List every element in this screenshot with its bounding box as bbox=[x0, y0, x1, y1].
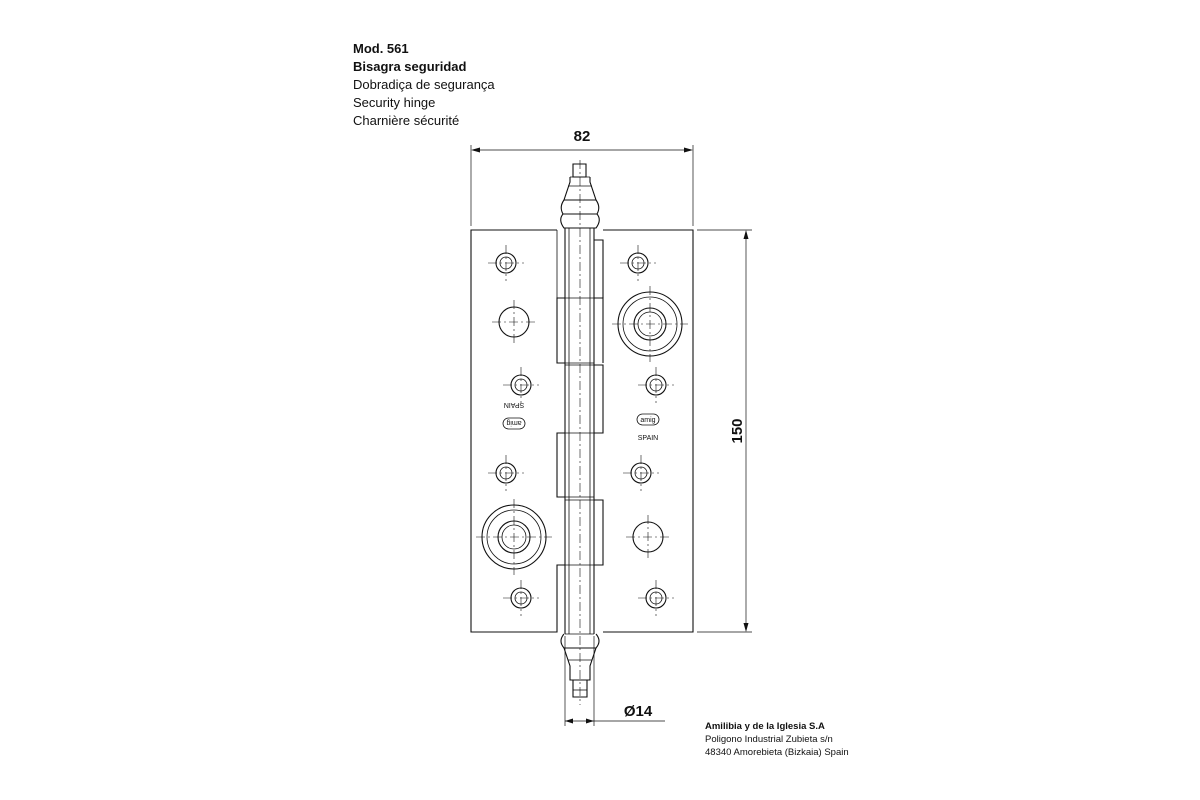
pin-diameter-dimension: Ø14 bbox=[564, 636, 665, 726]
brand-logo-right: amig bbox=[640, 417, 655, 424]
screw-hole-left-4 bbox=[488, 455, 524, 491]
brand-mark-left: amig SPAIN bbox=[502, 401, 526, 430]
security-stud-left bbox=[476, 499, 552, 575]
bottom-finial bbox=[560, 633, 600, 698]
screw-hole-right-1 bbox=[620, 245, 656, 281]
top-finial bbox=[560, 163, 600, 229]
company-name: Amilibia y de la Iglesia S.A bbox=[705, 721, 825, 732]
screw-hole-right-2 bbox=[638, 367, 674, 403]
screw-hole-left-3 bbox=[503, 367, 539, 403]
model-number: Mod. 561 bbox=[353, 41, 409, 56]
mount-hole-left-2 bbox=[492, 300, 536, 344]
company-block: Amilibia y de la Iglesia S.A Poligono In… bbox=[705, 720, 849, 759]
right-leaf bbox=[603, 229, 694, 633]
screw-hole-right-5 bbox=[638, 580, 674, 616]
screw-hole-right-3 bbox=[623, 455, 659, 491]
security-stud-right bbox=[612, 286, 688, 362]
product-name-english: Security hinge bbox=[353, 95, 436, 110]
title-block: Mod. 561 Bisagra seguridad Dobradiça de … bbox=[353, 40, 495, 130]
height-label: 150 bbox=[729, 418, 746, 443]
pin-diameter-label: Ø14 bbox=[624, 703, 653, 720]
company-address-line1: Poligono Industrial Zubieta s/n bbox=[705, 734, 833, 745]
company-address-line2: 48340 Amorebieta (Bizkaia) Spain bbox=[705, 747, 849, 758]
height-dimension: 150 bbox=[697, 229, 752, 633]
product-name-spanish: Bisagra seguridad bbox=[353, 59, 467, 74]
brand-logo-left: amig bbox=[506, 419, 521, 426]
screw-hole-left-5 bbox=[503, 580, 539, 616]
screw-hole-left-1 bbox=[488, 245, 524, 281]
brand-mark-right: amig SPAIN bbox=[636, 413, 660, 442]
width-dimension: 82 bbox=[470, 128, 694, 226]
country-mark-right: SPAIN bbox=[638, 435, 659, 442]
hinge-knuckle bbox=[556, 160, 604, 705]
mount-hole-right-4 bbox=[626, 515, 670, 559]
width-label: 82 bbox=[574, 128, 591, 145]
country-mark-left: SPAIN bbox=[504, 401, 525, 408]
product-name-portuguese: Dobradiça de segurança bbox=[353, 77, 495, 92]
product-name-french: Charnière sécurité bbox=[353, 113, 460, 128]
left-leaf bbox=[470, 229, 565, 633]
